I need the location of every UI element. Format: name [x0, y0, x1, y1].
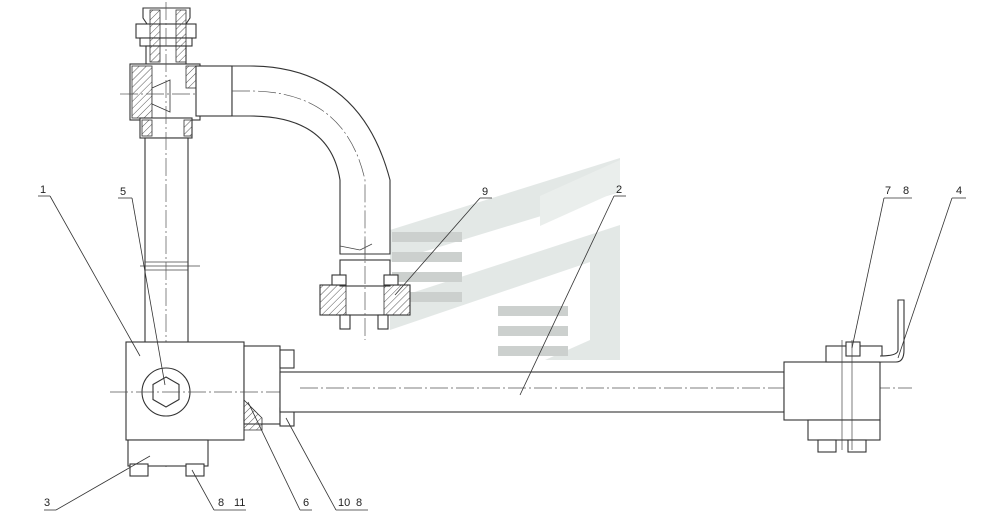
valve-block — [110, 341, 300, 477]
callout-6: 6 — [303, 497, 309, 509]
horizontal-rod — [279, 371, 912, 413]
right-clamp-assembly — [783, 299, 905, 453]
callout-8-bottom-left: 8 — [218, 497, 224, 509]
callout-8-top: 8 — [903, 185, 909, 197]
watermark-logo — [390, 158, 620, 360]
callout-1: 1 — [40, 184, 46, 196]
bent-pipe — [195, 65, 411, 340]
callout-8-bottom-right: 8 — [356, 497, 362, 509]
callout-4: 4 — [956, 185, 962, 197]
callout-labels: 1 2 3 4 5 6 7 8 9 8 11 10 8 — [40, 184, 962, 509]
callout-2: 2 — [616, 184, 622, 196]
callout-11: 11 — [234, 497, 245, 509]
callout-9: 9 — [482, 186, 488, 198]
callout-3: 3 — [44, 497, 50, 509]
leader-lines — [38, 195, 966, 511]
vertical-pipe-assembly — [120, 2, 240, 470]
callout-5: 5 — [120, 186, 126, 198]
callout-10: 10 — [338, 497, 350, 509]
callout-7: 7 — [885, 185, 891, 197]
